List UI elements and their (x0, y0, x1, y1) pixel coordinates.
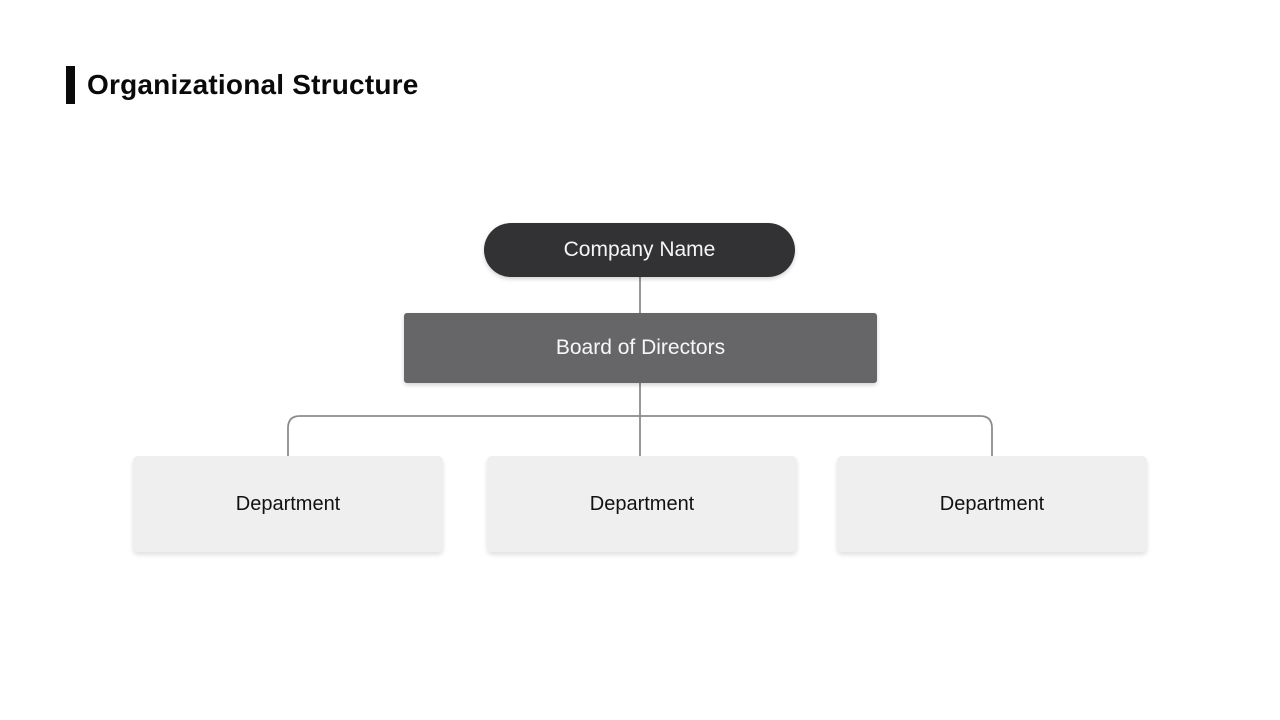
org-node-board-of-directors: Board of Directors (404, 313, 877, 383)
connector-rail-to-side-depts (287, 415, 993, 456)
org-node-company: Company Name (484, 223, 795, 277)
page-title: Organizational Structure (87, 69, 419, 100)
org-node-department-1: Department (133, 456, 443, 552)
title-accent-bar (66, 66, 75, 104)
org-node-department-2: Department (487, 456, 797, 552)
org-node-department-3: Department (837, 456, 1147, 552)
page-title-row: Organizational Structure (66, 66, 419, 104)
